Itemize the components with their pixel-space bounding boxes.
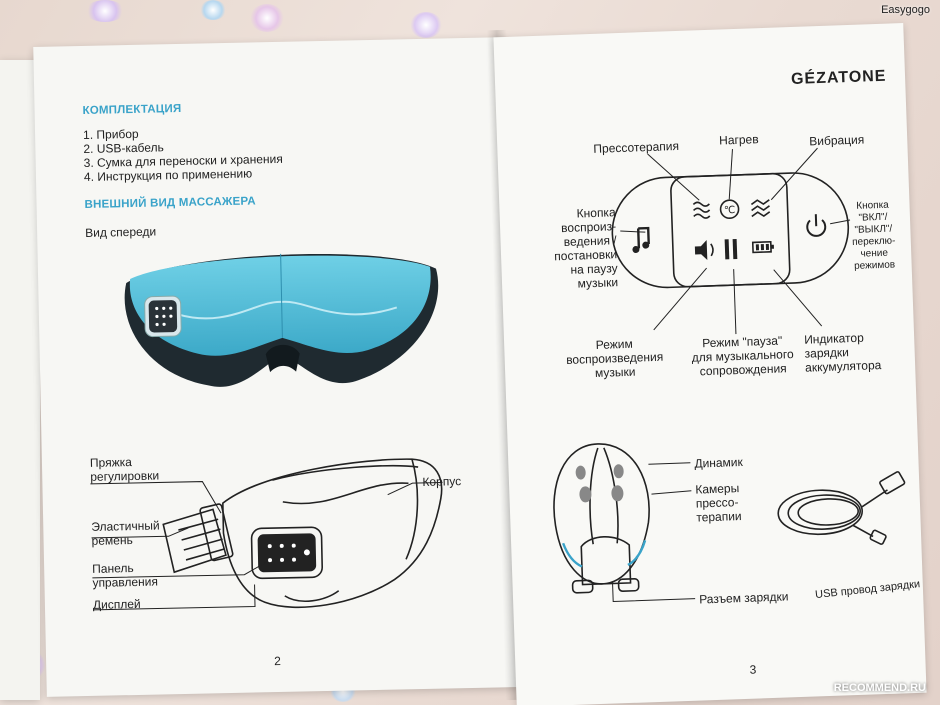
power-button-label: Кнопка "ВКЛ"/ "ВЫКЛ"/ переклю- чение реж… bbox=[851, 199, 896, 272]
pressotherapy-icon bbox=[692, 201, 711, 219]
watermark-bottom: RECOMMEND.RU bbox=[833, 682, 926, 694]
massager-back-drawing bbox=[553, 443, 650, 594]
panel-label: Панель управления bbox=[92, 561, 159, 590]
strap-label: Эластичный ремень bbox=[91, 518, 160, 548]
sparkle-decoration bbox=[200, 0, 226, 20]
svg-text:℃: ℃ bbox=[724, 205, 736, 216]
eye-massager-photo bbox=[124, 253, 439, 387]
heating-icon: ℃ bbox=[719, 199, 740, 220]
play-mode-label: Режим воспроизведения музыки bbox=[565, 336, 664, 381]
pause-icon bbox=[724, 238, 738, 260]
buckle-label: Пряжка регулировки bbox=[89, 455, 160, 484]
control-panel-diagram: ℃ bbox=[611, 172, 850, 289]
power-icon bbox=[806, 214, 827, 237]
body-label: Корпус bbox=[422, 474, 462, 489]
pause-mode-label: Режим "пауза" для музыкального сопровожд… bbox=[691, 333, 794, 379]
right-page: GÉZATONE Прессотерапия Нагрев Вибрация ℃ bbox=[493, 23, 927, 705]
speaker-label: Динамик bbox=[694, 454, 743, 471]
vibration-icon bbox=[750, 199, 771, 218]
chambers-label: Камеры прессо- терапии bbox=[695, 481, 742, 525]
page-number: 3 bbox=[749, 662, 757, 677]
sparkle-decoration bbox=[410, 12, 442, 38]
charge-indicator-label: Индикатор зарядки аккумулятора bbox=[803, 330, 882, 375]
page-number: 2 bbox=[274, 653, 281, 669]
watermark-top: Easygogo bbox=[881, 4, 930, 16]
left-callout-lines bbox=[90, 481, 443, 611]
previous-page-edge bbox=[0, 60, 40, 700]
massager-side-drawing bbox=[162, 458, 443, 608]
display-label: Дисплей bbox=[92, 596, 141, 612]
battery-icon bbox=[751, 240, 774, 254]
right-callout-lines bbox=[611, 147, 851, 603]
usb-cable-drawing bbox=[777, 471, 906, 545]
sparkle-decoration bbox=[250, 4, 284, 32]
sparkle-decoration bbox=[85, 0, 125, 22]
left-page: КОМПЛЕКТАЦИЯ 1. Прибор 2. USB-кабель 3. … bbox=[33, 37, 519, 697]
speaker-icon bbox=[694, 240, 714, 261]
music-button-label: Кнопка воспроиз- ведения / постановки на… bbox=[554, 205, 619, 291]
